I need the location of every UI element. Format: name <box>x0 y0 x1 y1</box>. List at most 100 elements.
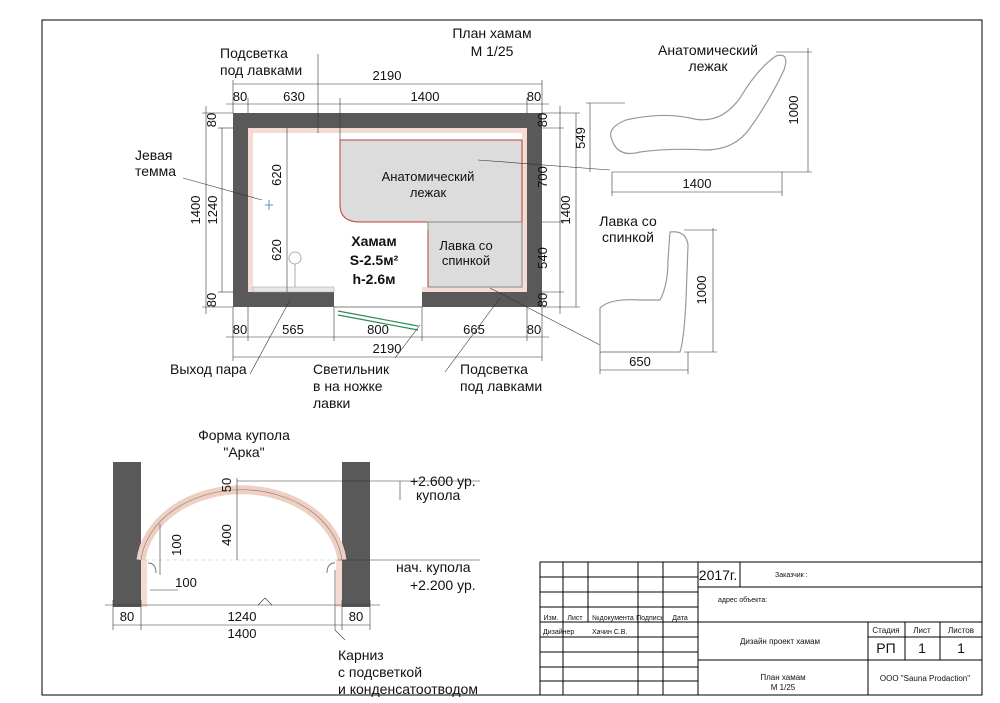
dim-top-1400: 1400 <box>411 89 440 104</box>
tb-address-label: адрес объекта: <box>718 596 767 604</box>
tb-col-sheet: Лист <box>567 615 583 622</box>
room-area: S-2.5м² <box>350 252 399 268</box>
room-height: h-2.6м <box>352 271 395 287</box>
tb-stage-value: РП <box>876 640 895 656</box>
dim-top-80-right: 80 <box>527 89 541 104</box>
callout-left-1: Јевая <box>135 147 172 163</box>
tb-sheet-label: Лист <box>913 626 931 635</box>
tb-col-doc: №документа <box>592 615 634 622</box>
plan-door <box>334 306 422 331</box>
plan-bench-label-1: Лавка со <box>439 238 492 253</box>
plan-walls <box>233 113 542 307</box>
tb-year: 2017г. <box>699 567 737 583</box>
dome-cornice-3: и конденсатоотводом <box>338 681 478 697</box>
callout-steam-exit: Выход пара <box>170 361 247 377</box>
dome-walls <box>113 462 370 607</box>
callout-backlight-top-2: под лавками <box>220 62 302 78</box>
tb-company: ООО "Sauna Prodaction" <box>880 674 970 683</box>
callout-lamp-1: Светильник <box>313 361 390 377</box>
dome-dim-1240: 1240 <box>228 609 257 624</box>
dim-top-80-left: 80 <box>233 89 247 104</box>
dim-bottom-800: 800 <box>367 322 389 337</box>
dome-dim-80-left: 80 <box>120 609 134 624</box>
tb-designer-name: Хачин С.В. <box>592 629 627 636</box>
dome-dim-100-v: 100 <box>169 534 184 556</box>
tb-sheet-value: 1 <box>918 640 926 656</box>
dome-lining-right <box>336 560 342 607</box>
lounger-dim-549: 549 <box>573 127 588 149</box>
dim-left-1240: 1240 <box>205 196 220 225</box>
callout-lamp-2: в на ножке <box>313 378 383 394</box>
wall-lamp-icon <box>265 200 273 210</box>
tb-project-name: Дизайн проект хамам <box>740 637 820 646</box>
dim-right-80-top: 80 <box>535 113 550 127</box>
bench-detail-dims <box>599 228 717 374</box>
title-block-grid <box>539 561 983 696</box>
cornice-right-icon <box>326 562 336 574</box>
lounger-dim-height: 1000 <box>786 96 801 125</box>
bench-detail-title-2: спинкой <box>602 229 654 245</box>
tb-stage-label: Стадия <box>872 626 899 635</box>
dim-left-620-b: 620 <box>269 239 284 261</box>
plan-leader-lines <box>182 54 611 375</box>
dim-left-80-bottom: 80 <box>204 293 219 307</box>
dome-dim-50: 50 <box>219 478 234 492</box>
dome-dim-80-right: 80 <box>349 609 363 624</box>
plan-scale: М 1/25 <box>471 43 514 59</box>
dome-title-1: Форма купола <box>198 427 290 443</box>
dim-right-1400: 1400 <box>558 196 573 225</box>
callout-backlight-bottom-2: под лавками <box>460 378 542 394</box>
dim-left-1400: 1400 <box>188 196 203 225</box>
callout-lamp-3: лавки <box>313 395 350 411</box>
tb-sheets-value: 1 <box>957 640 965 656</box>
lounger-dim-width: 1400 <box>683 176 712 191</box>
dome-cornice-2: с подсветкой <box>338 664 422 680</box>
lounger-detail-dims <box>586 48 812 196</box>
callout-left-2: темма <box>135 163 176 179</box>
dim-left-80-top: 80 <box>204 113 219 127</box>
dim-right-700: 700 <box>535 166 550 188</box>
steam-outlet-icon <box>288 251 302 265</box>
dim-bottom-80-left: 80 <box>233 322 247 337</box>
bench-detail-title-1: Лавка со <box>599 213 657 229</box>
plan-lounger-label-1: Анатомический <box>382 169 475 184</box>
dim-top-total: 2190 <box>373 68 402 83</box>
lounger-detail-shape <box>610 54 787 155</box>
bench-dim-width: 650 <box>629 354 651 369</box>
dim-left-620-a: 620 <box>269 164 284 186</box>
tb-col-sign: Подпись <box>636 615 664 622</box>
cornice-left-icon <box>147 562 157 574</box>
dim-right-540: 540 <box>535 247 550 269</box>
callout-backlight-bottom-1: Подсветка <box>460 361 528 377</box>
lounger-detail-title-1: Анатомический <box>658 42 758 58</box>
dome-level-start-2: +2.200 ур. <box>410 577 476 593</box>
bench-dim-height: 1000 <box>694 276 709 305</box>
dome-cornice-1: Карниз <box>338 647 384 663</box>
room-name: Хамам <box>351 233 396 249</box>
dome-dim-400: 400 <box>219 524 234 546</box>
dim-bottom-80-right: 80 <box>527 322 541 337</box>
bench-detail-shape <box>599 231 689 353</box>
lounger-detail-title-2: лежак <box>688 58 728 74</box>
plan-title: План хамам <box>452 25 531 41</box>
tb-col-date: Дата <box>672 615 688 622</box>
tb-sheet-name-2: М 1/25 <box>771 683 796 692</box>
dome-level-top-2: купола <box>416 487 461 503</box>
dome-title-2: "Арка" <box>223 444 264 460</box>
dome-dim-100-h: 100 <box>175 575 197 590</box>
dome-level-start-1: нач. купола <box>396 559 471 575</box>
plan-lounger-label-2: лежак <box>410 185 447 200</box>
callout-backlight-top-1: Подсветка <box>220 45 288 61</box>
tb-designer-label: Дизайнер <box>543 628 574 636</box>
tb-col-change: Изм. <box>544 615 559 622</box>
tb-sheets-label: Листов <box>948 626 974 635</box>
dim-top-630: 630 <box>283 89 305 104</box>
plan-bench <box>427 221 523 288</box>
tb-customer-label: Заказчик : <box>775 572 808 579</box>
dome-level-top-1: +2.600 ур. <box>410 473 476 489</box>
dome-dim-1400: 1400 <box>228 626 257 641</box>
plan-left-bench <box>252 286 335 293</box>
dome-lining-left <box>141 560 147 607</box>
dim-bottom-total: 2190 <box>373 341 402 356</box>
